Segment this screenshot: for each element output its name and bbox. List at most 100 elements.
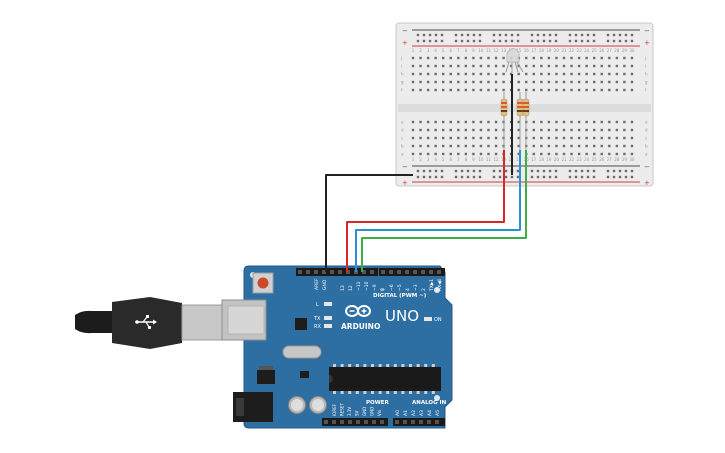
breadboard-hole[interactable] xyxy=(517,88,520,92)
breadboard-hole[interactable] xyxy=(540,144,543,148)
rail-hole[interactable] xyxy=(554,33,558,37)
header-socket[interactable] xyxy=(427,420,431,424)
header-socket[interactable] xyxy=(397,270,401,274)
rail-hole[interactable] xyxy=(586,175,590,179)
breadboard-hole[interactable] xyxy=(494,144,498,148)
breadboard-hole[interactable] xyxy=(540,56,543,60)
breadboard-hole[interactable] xyxy=(615,136,619,140)
breadboard-hole[interactable] xyxy=(442,128,445,132)
rail-hole[interactable] xyxy=(574,39,578,43)
rail-hole[interactable] xyxy=(466,39,470,43)
rail-hole[interactable] xyxy=(630,169,634,173)
rail-hole[interactable] xyxy=(580,33,584,37)
breadboard-hole[interactable] xyxy=(593,136,596,140)
breadboard-hole[interactable] xyxy=(464,64,468,68)
breadboard-hole[interactable] xyxy=(623,56,626,60)
breadboard-hole[interactable] xyxy=(517,72,520,76)
rail-hole[interactable] xyxy=(498,175,502,179)
breadboard-hole[interactable] xyxy=(472,80,475,84)
breadboard-hole[interactable] xyxy=(517,80,520,84)
breadboard-hole[interactable] xyxy=(593,72,596,76)
rail-hole[interactable] xyxy=(618,169,622,173)
breadboard-hole[interactable] xyxy=(547,56,551,60)
breadboard-hole[interactable] xyxy=(419,88,422,92)
header-socket[interactable] xyxy=(435,420,439,424)
breadboard-hole[interactable] xyxy=(411,128,415,132)
header-socket[interactable] xyxy=(348,420,352,424)
rail-hole[interactable] xyxy=(624,175,628,179)
rail-hole[interactable] xyxy=(606,169,610,173)
rail-hole[interactable] xyxy=(612,33,616,37)
rail-hole[interactable] xyxy=(574,169,578,173)
rail-hole[interactable] xyxy=(472,169,476,173)
breadboard-hole[interactable] xyxy=(630,88,634,92)
breadboard-hole[interactable] xyxy=(615,152,619,156)
breadboard-hole[interactable] xyxy=(555,64,558,68)
breadboard-hole[interactable] xyxy=(600,120,603,124)
breadboard-hole[interactable] xyxy=(457,88,460,92)
breadboard-hole[interactable] xyxy=(555,152,558,156)
breadboard-hole[interactable] xyxy=(449,144,452,148)
header-socket[interactable] xyxy=(322,270,326,274)
breadboard-hole[interactable] xyxy=(434,128,437,132)
breadboard-hole[interactable] xyxy=(457,72,460,76)
breadboard-hole[interactable] xyxy=(457,120,460,124)
breadboard-hole[interactable] xyxy=(593,120,596,124)
rail-hole[interactable] xyxy=(530,33,534,37)
rail-hole[interactable] xyxy=(606,33,610,37)
rail-hole[interactable] xyxy=(548,169,552,173)
rail-hole[interactable] xyxy=(440,33,444,37)
breadboard-hole[interactable] xyxy=(570,64,573,68)
breadboard-hole[interactable] xyxy=(525,88,528,92)
rail-hole[interactable] xyxy=(592,169,596,173)
header-socket[interactable] xyxy=(411,420,415,424)
breadboard-hole[interactable] xyxy=(449,64,452,68)
rail-hole[interactable] xyxy=(548,33,552,37)
header-socket[interactable] xyxy=(338,270,342,274)
rail-hole[interactable] xyxy=(492,175,496,179)
breadboard-hole[interactable] xyxy=(517,128,520,132)
breadboard-hole[interactable] xyxy=(570,80,573,84)
breadboard-hole[interactable] xyxy=(570,72,573,76)
breadboard-hole[interactable] xyxy=(472,56,475,60)
breadboard-hole[interactable] xyxy=(600,152,603,156)
breadboard-hole[interactable] xyxy=(630,144,634,148)
breadboard-hole[interactable] xyxy=(426,136,430,140)
rail-hole[interactable] xyxy=(554,39,558,43)
breadboard-hole[interactable] xyxy=(517,136,520,140)
breadboard-hole[interactable] xyxy=(593,128,596,132)
breadboard-hole[interactable] xyxy=(570,56,573,60)
breadboard-hole[interactable] xyxy=(434,80,437,84)
header-socket[interactable] xyxy=(429,270,433,274)
rail-hole[interactable] xyxy=(472,175,476,179)
wire-red[interactable] xyxy=(346,150,505,272)
breadboard-hole[interactable] xyxy=(608,128,611,132)
breadboard-hole[interactable] xyxy=(434,72,437,76)
rail-hole[interactable] xyxy=(568,33,572,37)
breadboard-hole[interactable] xyxy=(562,128,566,132)
breadboard-hole[interactable] xyxy=(442,120,445,124)
rail-hole[interactable] xyxy=(478,169,482,173)
breadboard-hole[interactable] xyxy=(630,56,634,60)
breadboard-hole[interactable] xyxy=(615,128,619,132)
breadboard-hole[interactable] xyxy=(457,128,460,132)
breadboard-hole[interactable] xyxy=(585,120,588,124)
rail-hole[interactable] xyxy=(460,169,464,173)
header-socket[interactable] xyxy=(419,420,423,424)
breadboard-hole[interactable] xyxy=(547,88,551,92)
rail-hole[interactable] xyxy=(422,39,426,43)
rail-hole[interactable] xyxy=(530,169,534,173)
breadboard-hole[interactable] xyxy=(494,64,498,68)
rail-hole[interactable] xyxy=(422,33,426,37)
breadboard-hole[interactable] xyxy=(472,128,475,132)
breadboard-hole[interactable] xyxy=(411,80,415,84)
breadboard-hole[interactable] xyxy=(419,128,422,132)
breadboard-hole[interactable] xyxy=(570,144,573,148)
breadboard-hole[interactable] xyxy=(547,80,551,84)
rail-hole[interactable] xyxy=(428,33,432,37)
breadboard-hole[interactable] xyxy=(532,56,535,60)
breadboard-hole[interactable] xyxy=(457,144,460,148)
breadboard-hole[interactable] xyxy=(570,88,573,92)
breadboard-hole[interactable] xyxy=(540,88,543,92)
breadboard-hole[interactable] xyxy=(585,136,588,140)
